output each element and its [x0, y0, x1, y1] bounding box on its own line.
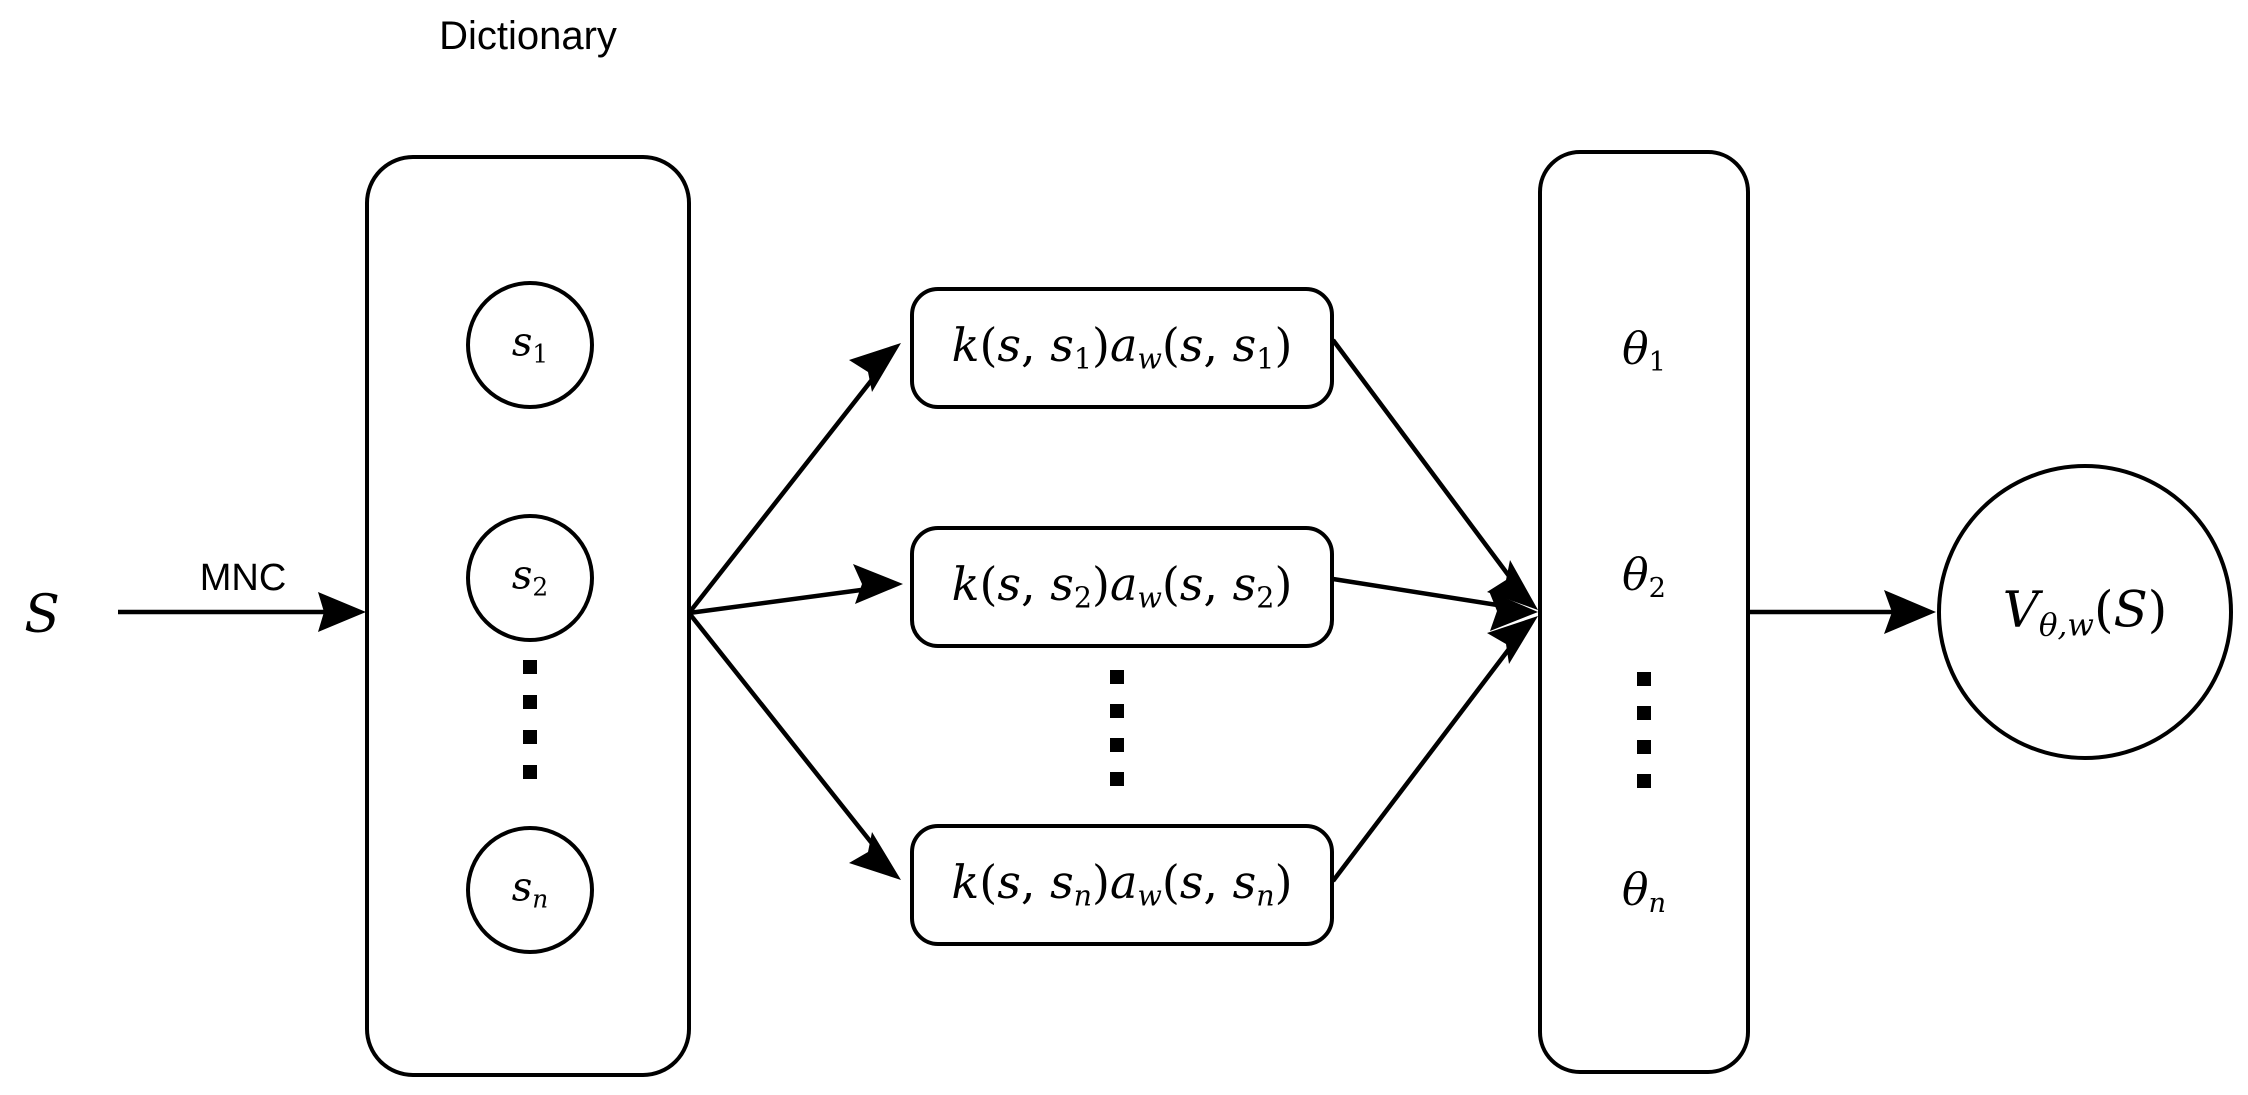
kernel-paren2-close-2: ): [1274, 556, 1293, 611]
kernel-arg2b-base-1: s: [1232, 317, 1257, 372]
kernel-arg1b-3: s: [1179, 854, 1204, 909]
kernel-arg1b-2: s: [1179, 556, 1204, 611]
kernel-paren2-open-1: (: [1161, 317, 1180, 372]
dictionary-container: [365, 155, 691, 1077]
kernel-arg2-sub-2: 2: [1073, 581, 1093, 615]
kernel-arg2-sub-3: n: [1073, 879, 1093, 913]
dictionary-vertical-ellipsis-icon: [523, 660, 537, 779]
output-base: V: [2002, 580, 2039, 639]
kernel-paren-close-3: ): [1092, 854, 1111, 909]
output-value-formula: Vθ,w(S): [2003, 585, 2167, 642]
kernel-a-sub-3: w: [1137, 879, 1162, 913]
dictionary-item-sub-3: n: [532, 884, 549, 914]
kernel-comma2-1: ,: [1203, 317, 1233, 372]
kernel-a-sub-2: w: [1137, 581, 1162, 615]
theta-item-label-1: θ1: [1622, 327, 1666, 379]
theta-vertical-ellipsis-icon: [1637, 672, 1651, 788]
kernel-paren2-close-3: ): [1274, 854, 1293, 909]
fanout-edge-to-kernel-3: [687, 611, 901, 880]
dictionary-item-sub-2: 2: [532, 572, 549, 602]
theta-item-base-3: θ: [1621, 864, 1649, 916]
kernel-a-sub-1: w: [1137, 342, 1162, 376]
kernel-arg2b-sub-2: 2: [1256, 581, 1275, 615]
kernel-comma-2: ,: [1021, 556, 1051, 611]
output-sub: θ,w: [2038, 607, 2094, 644]
kernel-a-fn-3: a: [1110, 854, 1138, 909]
kernel-arg2-base-1: s: [1050, 317, 1074, 372]
kernel-paren-close-2: ): [1092, 556, 1111, 611]
kernel-paren-open-3: (: [979, 854, 998, 909]
kernel-arg2-sub-1: 1: [1073, 342, 1093, 376]
dictionary-node-circle-3: [466, 826, 594, 954]
theta-item-sub-1: 1: [1648, 347, 1666, 379]
theta-item-base-2: θ: [1622, 549, 1649, 601]
kernel-paren-close-1: ): [1092, 317, 1111, 372]
kernel-arg2-base-3: s: [1050, 854, 1074, 909]
kernel-arg1-2: s: [997, 556, 1022, 611]
kernel-block-formula-2: k(s, s2)aw(s, s2): [952, 561, 1293, 614]
dictionary-node-circle-2: [466, 514, 594, 642]
dictionary-item-sub-1: 1: [532, 339, 549, 369]
fanin-edge-from-kernel-2: [1332, 576, 1538, 631]
fanin-edge-from-kernel-1: [1331, 338, 1538, 610]
kernel-arg1b-1: s: [1179, 317, 1204, 372]
dictionary-item-label-3: sn: [512, 868, 549, 913]
dictionary-title-label: Dictionary: [439, 14, 617, 58]
output-paren-close: ): [2147, 580, 2168, 639]
kernel-arg2b-base-3: s: [1232, 854, 1257, 909]
kernel-block-3: [910, 824, 1334, 946]
kernel-paren-open-1: (: [979, 317, 998, 372]
kernel-arg1-1: s: [997, 317, 1022, 372]
output-arg: S: [2113, 580, 2148, 639]
input-arrow-label-mnc: MNC: [199, 557, 287, 599]
kernel-a-fn-2: a: [1110, 556, 1138, 611]
kernel-arg2-base-2: s: [1050, 556, 1074, 611]
kernel-paren2-open-3: (: [1161, 854, 1180, 909]
kernel-arg2b-base-2: s: [1232, 556, 1257, 611]
kernel-arg2b-sub-3: n: [1256, 879, 1275, 913]
theta-item-label-3: θn: [1622, 868, 1667, 920]
kernel-paren2-open-2: (: [1161, 556, 1180, 611]
input-state-symbol: S: [24, 585, 60, 645]
kernel-k-fn-1: k: [951, 317, 980, 372]
dictionary-item-label-2: s2: [512, 556, 548, 601]
kernel-comma-3: ,: [1020, 854, 1051, 909]
kernel-block-formula-1: k(s, s1)aw(s, s1): [952, 322, 1293, 375]
dictionary-item-base-3: s: [511, 864, 533, 911]
kernel-block-2: [910, 526, 1334, 648]
kernel-k-fn-3: k: [951, 854, 980, 909]
kernel-comma2-2: ,: [1203, 556, 1233, 611]
theta-item-label-2: θ2: [1622, 553, 1666, 605]
dictionary-item-label-1: s1: [512, 323, 548, 368]
fanin-edge-from-kernel-3: [1331, 616, 1538, 883]
theta-container: [1538, 150, 1750, 1074]
fanout-edge-to-kernel-2: [688, 564, 903, 616]
dictionary-item-base-1: s: [511, 319, 533, 366]
theta-item-base-1: θ: [1622, 323, 1649, 375]
theta-item-sub-3: n: [1648, 888, 1667, 920]
output-value-circle: [1937, 464, 2233, 760]
kernel-k-fn-2: k: [951, 556, 980, 611]
kernel-paren-open-2: (: [979, 556, 998, 611]
output-paren-open: (: [2093, 580, 2114, 639]
kernel-arg2b-sub-1: 1: [1256, 342, 1275, 376]
kernel-a-fn-1: a: [1110, 317, 1138, 372]
theta-item-sub-2: 2: [1648, 573, 1666, 605]
kernel-paren2-close-1: ): [1274, 317, 1293, 372]
kernel-block-1: [910, 287, 1334, 409]
kernel-vertical-ellipsis-icon: [1110, 670, 1124, 786]
fanout-edge-to-kernel-1: [687, 343, 901, 615]
kernel-comma-1: ,: [1021, 317, 1051, 372]
dictionary-item-base-2: s: [511, 552, 533, 599]
kernel-comma2-3: ,: [1203, 854, 1233, 909]
input-arrow: [118, 592, 366, 632]
kernel-arg1-3: s: [997, 854, 1021, 909]
input-arrow-head: [318, 592, 366, 632]
output-arrow: [1748, 590, 1936, 634]
dictionary-node-circle-1: [466, 281, 594, 409]
kernel-block-formula-3: k(s, sn)aw(s, sn): [951, 859, 1292, 912]
